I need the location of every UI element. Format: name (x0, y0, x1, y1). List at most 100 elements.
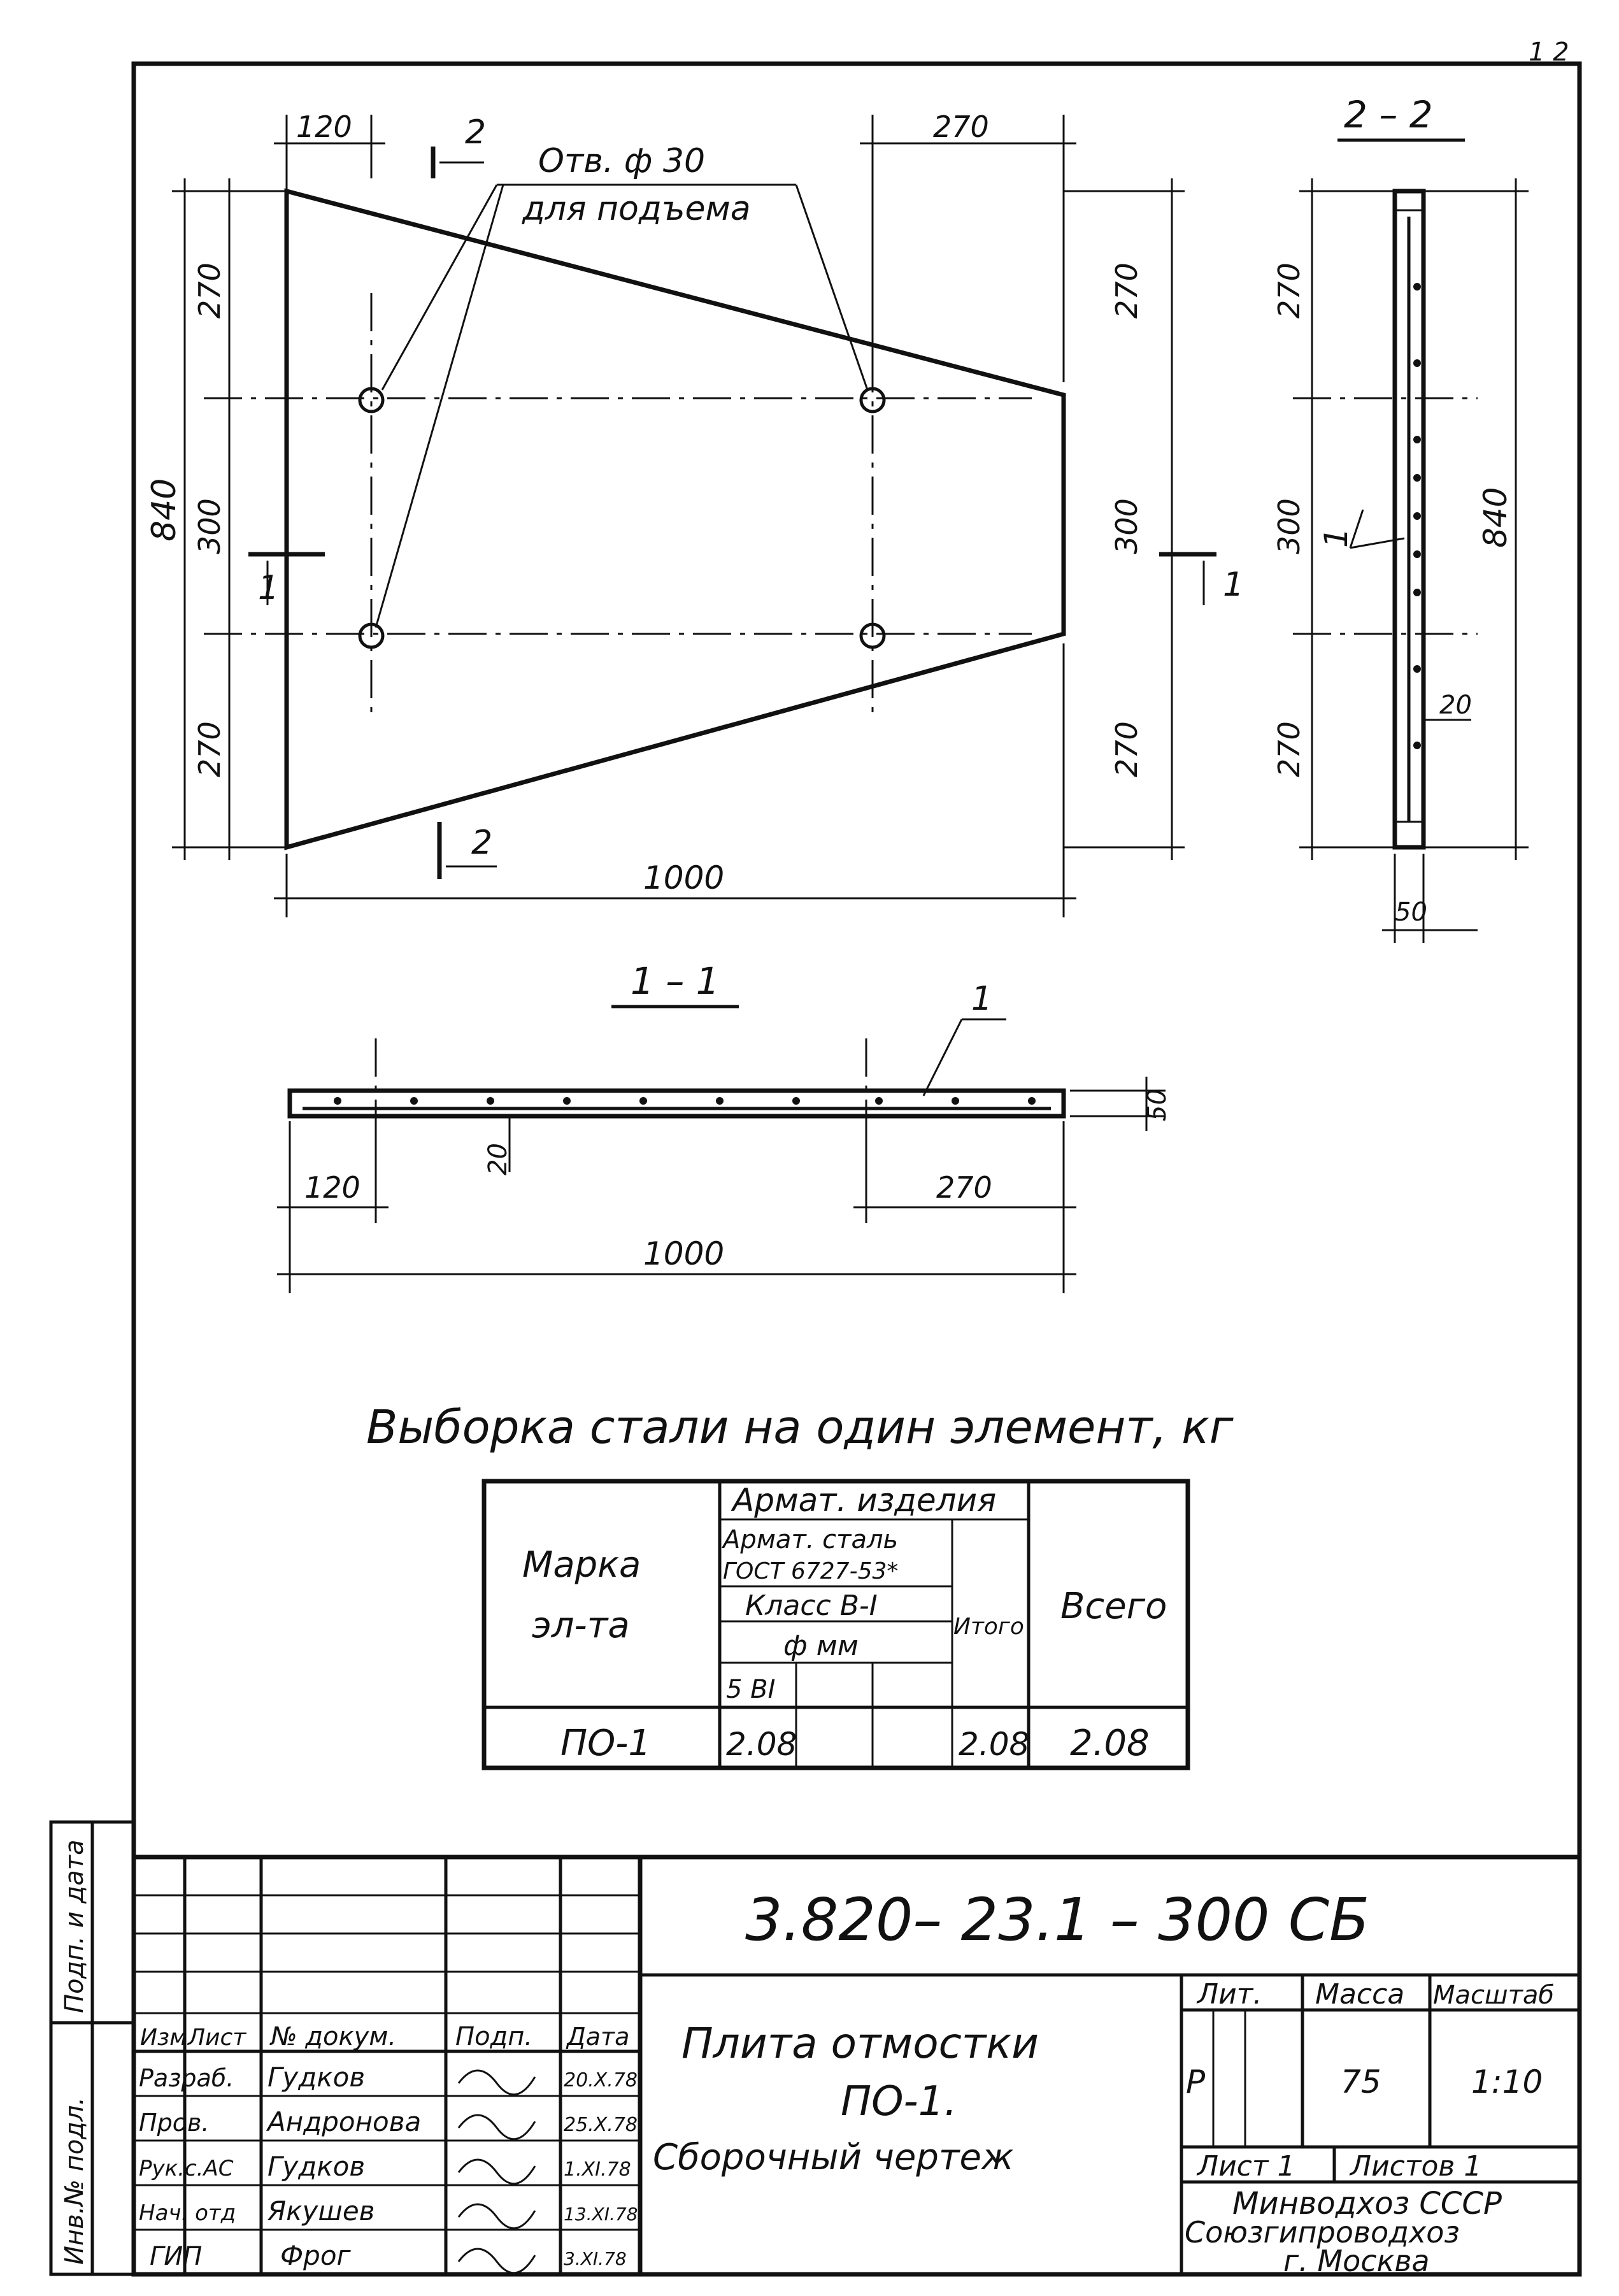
org-line-3: г. Москва (1283, 2244, 1430, 2278)
steel-table-title: Выборка стали на один элемент, кг (366, 1400, 1234, 1454)
section-22-title: 2 – 2 (1344, 93, 1433, 136)
dim-300-left: 300 (192, 498, 227, 554)
cell-d5: 2.08 (726, 1726, 797, 1763)
signature-mark (457, 2203, 536, 2230)
signature-row: Разраб. Гудков 20.X.78 (139, 2062, 638, 2096)
rebar-dot (563, 1097, 571, 1105)
role: Разраб. (139, 2064, 234, 2092)
rebar-dot (1413, 283, 1421, 291)
document-code: 3.820– 23.1 – 300 СБ (745, 1886, 1369, 1954)
col-list: Лист (187, 2025, 246, 2051)
holes-note-2: для подъема (522, 190, 751, 228)
dim-11-120: 120 (304, 1170, 360, 1205)
rebar-dot (1413, 742, 1421, 749)
rebar-dot (792, 1097, 800, 1105)
holes-note-1: Отв. ф 30 (538, 142, 705, 180)
mass-value: 75 (1341, 2063, 1381, 2100)
cell-vsego: 2.08 (1070, 1723, 1150, 1764)
doc-title-1: Плита отмостки (681, 2019, 1039, 2068)
dim-270-top: 270 (933, 110, 989, 144)
person-name: Фрог (280, 2240, 352, 2271)
rebar-dot (952, 1097, 959, 1105)
dim-11-1000: 1000 (643, 1235, 724, 1272)
lifting-hole (859, 622, 886, 649)
leader-line (374, 184, 504, 628)
section-22-body (1392, 189, 1426, 850)
plan-view: Отв. ф 30 для подъема 120 270 2 2 1 1 84… (145, 110, 1244, 917)
lifting-hole (358, 387, 385, 413)
leader-line (1349, 509, 1364, 549)
section-11-title: 1 – 1 (631, 959, 720, 1003)
hdr-mark-2: эл-та (532, 1605, 630, 1646)
dim-22-300: 300 (1272, 498, 1306, 554)
section-2-bottom: 2 (471, 824, 492, 862)
section-11-body (287, 1088, 1066, 1119)
dim-270-right-top: 270 (1109, 262, 1144, 319)
signature-mark (457, 2158, 536, 2185)
slab-outline (284, 188, 1066, 850)
leader-line (922, 1019, 963, 1096)
title-block: Подп. и дата Инв.№ подл. Изм Лист № доку… (49, 1820, 1580, 2278)
lifting-hole (358, 622, 385, 649)
lit-value: Р (1186, 2063, 1206, 2100)
person-name: Гудков (267, 2151, 365, 2182)
rebar-dot (1413, 589, 1421, 596)
hdr-vsego: Всего (1060, 1586, 1167, 1627)
rebar-dot (1413, 474, 1421, 482)
role: Рук.с.АС (139, 2156, 234, 2181)
hdr-klass: Класс В-I (745, 1589, 878, 1622)
rebar-dot (1028, 1097, 1036, 1105)
section-22-pos: 1 (1318, 527, 1355, 548)
sign-date: 3.XI.78 (564, 2248, 627, 2269)
table-frame (481, 1479, 1190, 1770)
hdr-mark-1: Марка (522, 1544, 641, 1586)
hdr-group: Армат. изделия (731, 1482, 996, 1519)
cell-itogo: 2.08 (959, 1726, 1029, 1763)
dim-300-right: 300 (1109, 498, 1144, 554)
table-row: ПО-1 2.08 2.08 2.08 (560, 1723, 1150, 1764)
mass-header: Масса (1315, 1978, 1404, 2011)
sign-date: 25.X.78 (564, 2114, 638, 2136)
signature-row: ГИП Фрог 3.XI.78 (150, 2240, 627, 2274)
rebar-dot (875, 1097, 883, 1105)
dim-22-270-top: 270 (1272, 262, 1306, 319)
dim-22-thick: 50 (1395, 898, 1427, 927)
section-1-left: 1 (258, 569, 279, 607)
person-name: Гудков (267, 2062, 365, 2093)
scale-header: Масштаб (1433, 1981, 1554, 2010)
leader-line (795, 184, 869, 391)
scale-value: 1:10 (1471, 2063, 1543, 2100)
rebar-dot (1413, 550, 1421, 558)
dim-120-top: 120 (296, 110, 352, 144)
rebar-dot (410, 1097, 418, 1105)
dim-11-270: 270 (936, 1170, 992, 1205)
rebar-dot (1413, 436, 1421, 443)
steel-table: Выборка стали на один элемент, кг Марка … (366, 1400, 1234, 1770)
side-inv-no: Инв.№ подл. (60, 2097, 89, 2265)
rebar-dot (1413, 665, 1421, 673)
rebar-dot (334, 1097, 341, 1105)
role: Пров. (139, 2109, 209, 2137)
col-date: Дата (566, 2023, 629, 2051)
dim-22-cover: 20 (1439, 691, 1472, 720)
section-1-right: 1 (1223, 566, 1244, 604)
org-line-2: Союзгипроводхоз (1185, 2215, 1460, 2249)
sign-date: 20.X.78 (564, 2069, 638, 2092)
org-line-1: Минводхоз СССР (1232, 2186, 1502, 2221)
dim-270-right-bot: 270 (1109, 721, 1144, 777)
person-name: Якушев (267, 2195, 374, 2227)
person-name: Андронова (266, 2106, 421, 2137)
dim-11-cover: 20 (483, 1143, 513, 1175)
dim-840-left: 840 (145, 478, 183, 542)
hdr-steel-2: ГОСТ 6727-53* (723, 1558, 898, 1584)
rebar-dot (487, 1097, 494, 1105)
sign-date: 1.XI.78 (564, 2158, 631, 2181)
section-1-1: 1 – 1 1 50 20 120 270 (277, 959, 1172, 1293)
section-2-2: 2 – 2 270 300 270 840 1 20 (1272, 93, 1529, 943)
hdr-steel-1: Армат. сталь (721, 1525, 898, 1554)
dim-270-left-top: 270 (192, 262, 227, 319)
hdr-d5: 5 ВI (726, 1675, 775, 1704)
sheet-number: Лист 1 (1196, 2150, 1295, 2183)
cell-mark: ПО-1 (560, 1723, 651, 1764)
